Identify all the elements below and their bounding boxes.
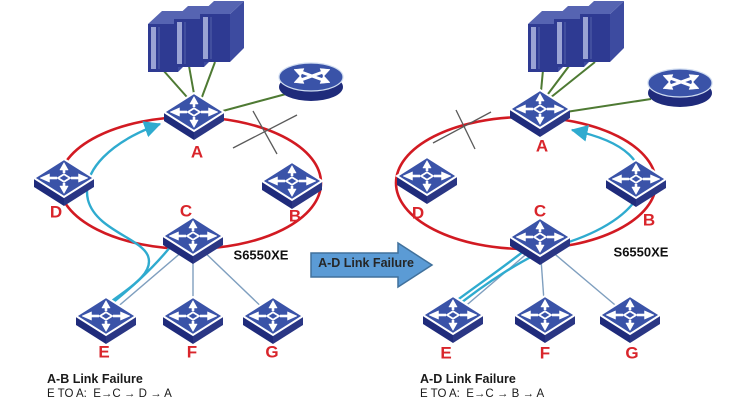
left-node-label-g: G xyxy=(265,342,279,362)
left-node-label-f: F xyxy=(186,342,198,362)
right-node-label-b: B xyxy=(642,210,656,230)
left-switch-f-icon xyxy=(161,296,225,346)
server-icon xyxy=(580,1,624,62)
left-switch-e-icon xyxy=(74,296,138,346)
left-traffic-path xyxy=(85,121,172,311)
transition-arrow xyxy=(310,241,434,289)
right-node-label-c: C xyxy=(533,201,547,221)
left-topology xyxy=(32,1,345,346)
right-path-e-to-c xyxy=(447,246,530,308)
left-switch-d-icon xyxy=(32,158,96,208)
left-switch-g-icon xyxy=(241,296,305,346)
left-router-link xyxy=(218,93,287,113)
left-ab-link-failure-icon xyxy=(232,110,298,155)
right-switch-f-icon xyxy=(513,295,577,345)
transition-arrow-label: A-D Link Failure xyxy=(318,256,414,270)
right-caption-route: E TO A: E→C → B → A xyxy=(420,388,545,401)
right-ad-link-failure-icon xyxy=(432,109,492,150)
left-caption-route: E TO A: E→C → D → A xyxy=(47,388,172,401)
right-node-label-f: F xyxy=(539,343,551,363)
right-router-link xyxy=(565,98,652,113)
right-switch-g-icon xyxy=(598,295,662,345)
right-switch-d-icon xyxy=(395,156,459,206)
right-caption: A-D Link Failure E TO A: E→C → B → A xyxy=(420,372,544,402)
left-node-label-a: A xyxy=(190,142,204,162)
right-switch-e-icon xyxy=(421,295,485,345)
right-node-label-g: G xyxy=(625,343,639,363)
left-path-c-d-a-arrow xyxy=(85,121,162,311)
server-icon xyxy=(200,1,244,62)
right-server-stack-icon xyxy=(528,1,624,72)
right-caption-title: A-D Link Failure xyxy=(420,372,516,386)
left-caption-title: A-B Link Failure xyxy=(47,372,143,386)
right-switch-c-icon xyxy=(508,217,572,267)
right-switch-a-icon xyxy=(508,89,572,139)
left-switch-c-icon xyxy=(161,216,225,266)
left-node-label-c: C xyxy=(179,201,193,221)
right-node-label-a: A xyxy=(535,136,549,156)
right-topology xyxy=(394,1,714,345)
right-switch-b-icon xyxy=(604,159,668,209)
left-node-label-d: D xyxy=(49,202,63,222)
right-router-icon xyxy=(646,67,714,109)
left-router-icon xyxy=(277,61,345,103)
right-switch-model-label: S6550XE xyxy=(613,244,669,260)
left-switch-b-icon xyxy=(260,161,324,211)
left-node-label-b: B xyxy=(288,206,302,226)
right-node-label-e: E xyxy=(440,343,452,363)
left-node-label-e: E xyxy=(98,342,110,362)
left-caption: A-B Link Failure E TO A: E→C → D → A xyxy=(47,372,172,402)
left-switch-a-icon xyxy=(162,92,226,142)
right-node-label-d: D xyxy=(411,203,425,223)
left-switch-model-label: S6550XE xyxy=(233,247,289,263)
left-server-stack-icon xyxy=(148,1,244,72)
